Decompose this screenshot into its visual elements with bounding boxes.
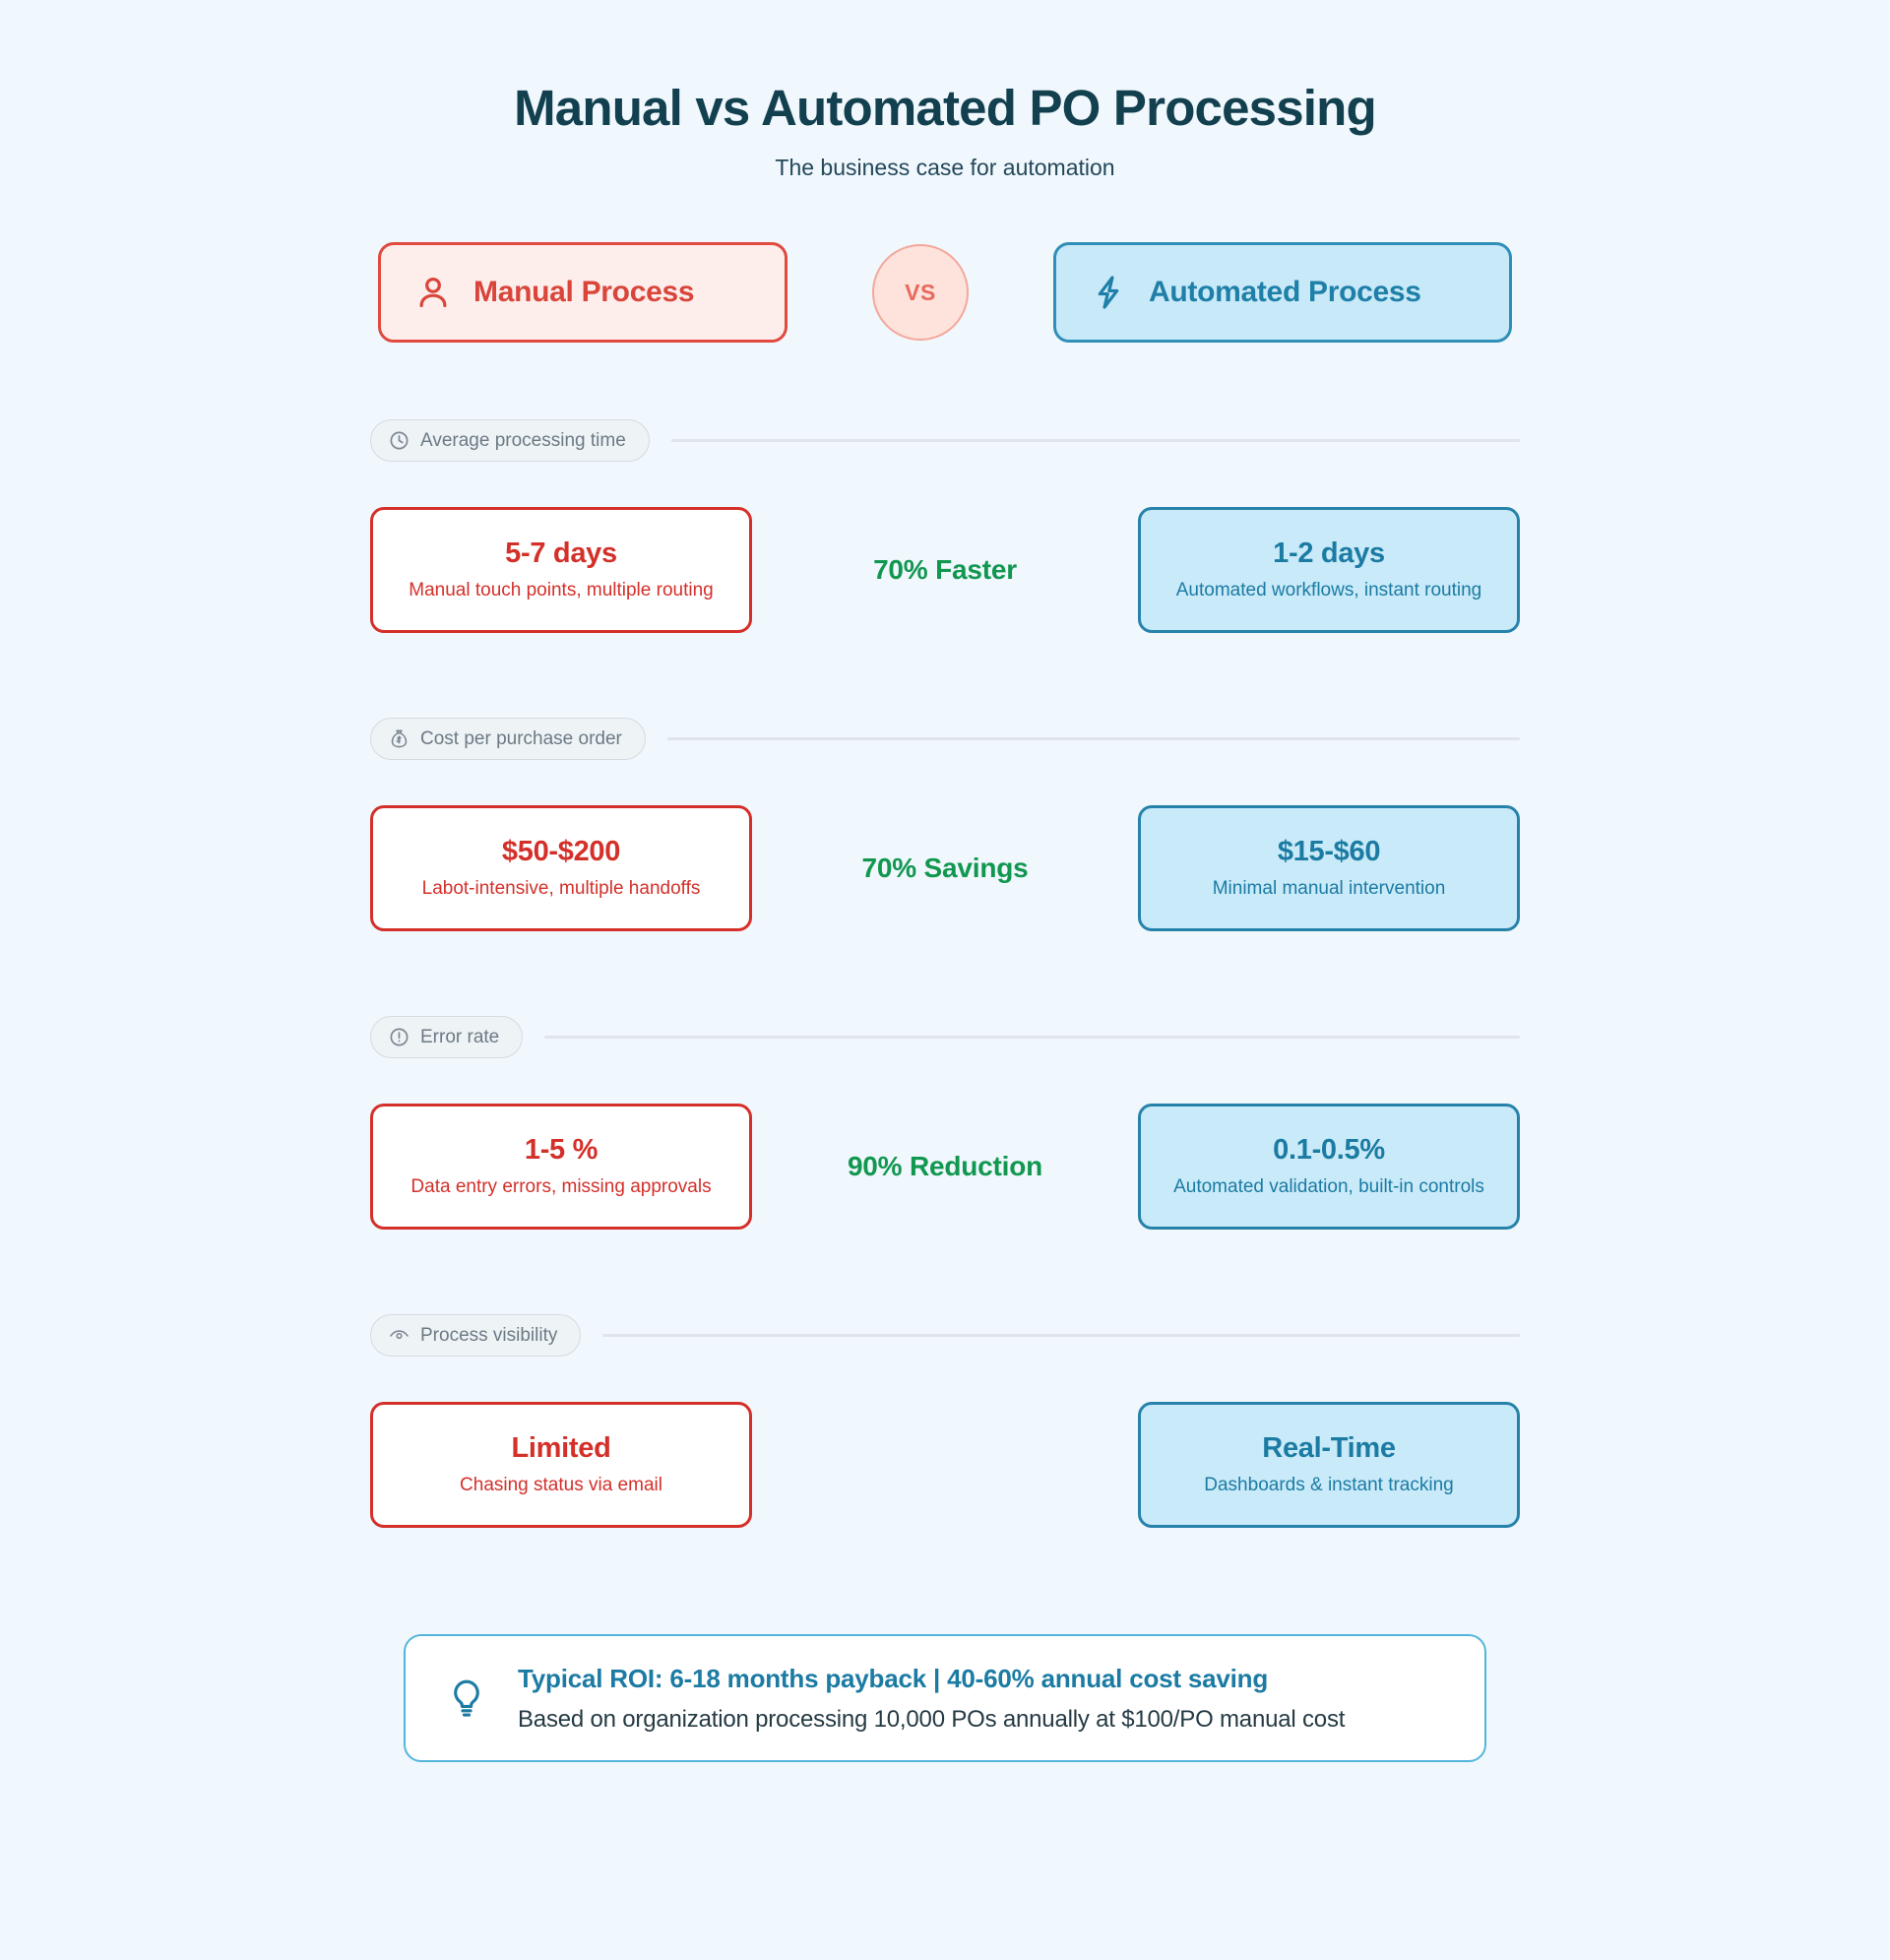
metric-label: Process visibility	[420, 1324, 558, 1346]
alert-circle-icon	[389, 1027, 410, 1047]
user-icon	[414, 274, 452, 311]
clock-icon	[389, 430, 410, 451]
automated-metric-value: 1-2 days	[1273, 537, 1385, 569]
manual-metric-card: 5-7 days Manual touch points, multiple r…	[370, 507, 752, 634]
automated-metric-value: 0.1-0.5%	[1273, 1133, 1385, 1166]
automated-process-badge[interactable]: Automated Process	[1053, 242, 1512, 344]
manual-metric-desc: Chasing status via email	[460, 1474, 662, 1495]
metric-row: 5-7 days Manual touch points, multiple r…	[0, 507, 1890, 634]
automated-metric-desc: Dashboards & instant tracking	[1204, 1474, 1454, 1495]
metric-block: Error rate 1-5 % Data entry errors, miss…	[0, 1016, 1890, 1231]
vs-label: VS	[905, 279, 936, 305]
manual-metric-card: 1-5 % Data entry errors, missing approva…	[370, 1104, 752, 1231]
manual-metric-desc: Manual touch points, multiple routing	[409, 579, 714, 601]
metric-block: Cost per purchase order $50-$200 Labot-i…	[0, 718, 1890, 932]
manual-metric-card: $50-$200 Labot-intensive, multiple hando…	[370, 805, 752, 932]
spacer	[0, 931, 1890, 1016]
manual-metric-value: 1-5 %	[524, 1133, 598, 1166]
metric-row: $50-$200 Labot-intensive, multiple hando…	[0, 805, 1890, 932]
metric-row: Limited Chasing status via email Real-Ti…	[0, 1402, 1890, 1529]
spacer	[0, 633, 1890, 718]
manual-metric-desc: Labot-intensive, multiple handoffs	[421, 877, 701, 899]
metric-label-pill: Cost per purchase order	[370, 718, 646, 761]
roi-text-group: Typical ROI: 6-18 months payback | 40-60…	[518, 1664, 1445, 1734]
automated-metric-value: $15-$60	[1277, 835, 1381, 867]
improvement-label: 70% Faster	[873, 554, 1017, 586]
metric-row: 1-5 % Data entry errors, missing approva…	[0, 1104, 1890, 1231]
metric-label-pill: Average processing time	[370, 419, 650, 463]
manual-metric-card: Limited Chasing status via email	[370, 1402, 752, 1529]
improvement-label: 90% Reduction	[847, 1151, 1043, 1182]
spacer	[0, 1230, 1890, 1314]
metric-label-pill: Process visibility	[370, 1314, 582, 1358]
connector-line	[670, 439, 1520, 443]
roi-headline: Typical ROI: 6-18 months payback | 40-60…	[518, 1663, 1269, 1693]
manual-metric-value: $50-$200	[501, 835, 621, 867]
automated-metric-desc: Automated workflows, instant routing	[1175, 579, 1482, 601]
automated-metric-card: 0.1-0.5% Automated validation, built-in …	[1138, 1104, 1520, 1231]
manual-metric-value: 5-7 days	[505, 537, 617, 569]
automated-metric-card: 1-2 days Automated workflows, instant ro…	[1138, 507, 1520, 634]
connector-line	[666, 737, 1520, 741]
automated-metric-card: Real-Time Dashboards & instant tracking	[1138, 1402, 1520, 1529]
page-subtitle: The business case for automation	[775, 155, 1115, 181]
metric-header: Cost per purchase order	[0, 718, 1890, 761]
improvement-label: 70% Savings	[861, 853, 1029, 884]
connector-line	[544, 1036, 1520, 1040]
metric-header: Average processing time	[0, 419, 1890, 463]
manual-process-badge[interactable]: Manual Process	[378, 242, 788, 344]
automated-metric-card: $15-$60 Minimal manual intervention	[1138, 805, 1520, 932]
connector-line	[602, 1334, 1520, 1338]
automated-metric-desc: Minimal manual intervention	[1212, 877, 1446, 899]
page-title: Manual vs Automated PO Processing	[514, 80, 1377, 136]
lightning-bolt-icon	[1090, 274, 1127, 311]
footer-wrap: Typical ROI: 6-18 months payback | 40-60…	[0, 1634, 1890, 1763]
automated-process-label: Automated Process	[1149, 276, 1421, 309]
metric-label: Average processing time	[420, 429, 626, 451]
metric-block: Process visibility Limited Chasing statu…	[0, 1314, 1890, 1529]
process-header-row: Manual Process VS Automated Process	[0, 242, 1890, 344]
metric-label: Error rate	[420, 1026, 500, 1047]
automated-metric-value: Real-Time	[1262, 1431, 1396, 1464]
lightbulb-icon	[445, 1676, 488, 1720]
metric-header: Process visibility	[0, 1314, 1890, 1358]
metric-label-pill: Error rate	[370, 1016, 524, 1059]
eye-icon	[389, 1325, 410, 1346]
metric-block: Average processing time 5-7 days Manual …	[0, 419, 1890, 634]
metric-label: Cost per purchase order	[420, 727, 622, 749]
manual-metric-value: Limited	[511, 1431, 611, 1464]
vs-circle: VS	[872, 244, 969, 342]
manual-metric-desc: Data entry errors, missing approvals	[410, 1175, 712, 1197]
manual-process-label: Manual Process	[473, 276, 695, 309]
roi-banner: Typical ROI: 6-18 months payback | 40-60…	[404, 1634, 1486, 1763]
money-bag-icon	[389, 728, 410, 749]
metrics-list: Average processing time 5-7 days Manual …	[0, 419, 1890, 1529]
roi-subline: Based on organization processing 10,000 …	[518, 1705, 1346, 1733]
metric-header: Error rate	[0, 1016, 1890, 1059]
automated-metric-desc: Automated validation, built-in controls	[1173, 1175, 1484, 1197]
